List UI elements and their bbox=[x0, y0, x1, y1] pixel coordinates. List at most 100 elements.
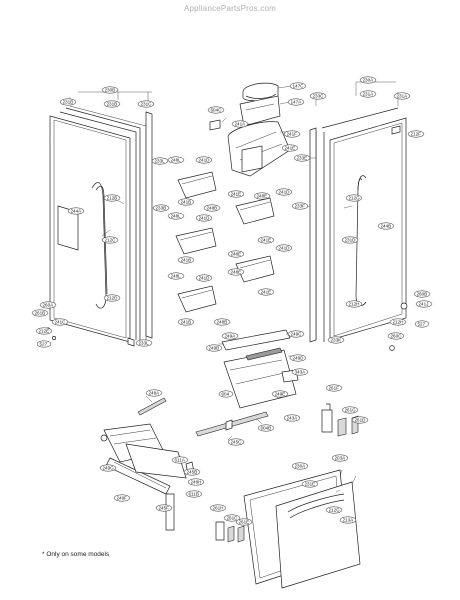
part-number-label: 212H bbox=[349, 302, 360, 307]
center-mullion-callouts: 249A 249C 249B 249D 343A 249E 604 bbox=[205, 330, 309, 398]
part-number-label: 249H bbox=[191, 480, 202, 485]
part-number-label: 241D bbox=[199, 158, 211, 163]
top-bin-assembly bbox=[209, 82, 293, 177]
part-number-label: 212E bbox=[39, 329, 50, 334]
part-number-label: 241F bbox=[287, 132, 298, 137]
footnote: * Only on some models bbox=[42, 551, 110, 558]
part-number-label: 248B bbox=[207, 206, 218, 211]
part-number-label: 249B bbox=[209, 346, 220, 351]
part-number-label: 261C bbox=[227, 516, 239, 521]
part-number-label: 243A bbox=[287, 416, 299, 421]
part-number-label: 261G bbox=[345, 408, 357, 413]
part-number-label: 241D bbox=[199, 276, 211, 281]
part-number-label: 261B bbox=[35, 311, 46, 316]
part-number-label: 244B bbox=[381, 224, 392, 229]
part-number-label: 611B bbox=[189, 492, 199, 497]
part-number-label: 241E bbox=[261, 238, 272, 243]
part-number-label: 233F bbox=[295, 204, 306, 209]
part-number-label: 260C bbox=[391, 334, 403, 339]
part-number-label: 230A bbox=[363, 78, 375, 83]
part-number-label: 230B bbox=[105, 88, 116, 93]
right-door-assembly bbox=[299, 81, 408, 351]
part-number-label: 233L bbox=[139, 341, 150, 346]
left-door-callouts: 230B 231B 231B 231C 233L 244A 212B 233B … bbox=[31, 86, 170, 348]
part-number-label: 244A bbox=[71, 209, 83, 214]
left-bin-callouts: 248L 241D 241B 248B 248L 241D 241B 248L … bbox=[167, 156, 231, 326]
part-number-label: 233E bbox=[297, 156, 308, 161]
part-number-label: 231C bbox=[141, 102, 153, 107]
part-number-label: 241B bbox=[181, 200, 192, 205]
part-number-label: 249F bbox=[117, 496, 128, 501]
right-bin-callouts: 241E 248E 241D 241E 248E 241D 241E 248E bbox=[227, 188, 293, 296]
part-number-label: 212G bbox=[349, 196, 361, 201]
part-number-label: 248L bbox=[171, 158, 182, 163]
part-number-label: 230A bbox=[295, 464, 307, 469]
part-number-label: 147A bbox=[291, 100, 303, 105]
part-number-label: 233B bbox=[156, 206, 167, 211]
right-hinge-parts bbox=[321, 403, 359, 437]
part-number-label: 212B bbox=[107, 196, 118, 201]
part-number-label: 212G bbox=[329, 508, 341, 513]
part-number-label: 231E bbox=[305, 482, 316, 487]
part-number-label: 241B bbox=[181, 258, 192, 263]
part-number-label: 248L bbox=[171, 274, 182, 279]
part-number-label: 248L bbox=[171, 214, 182, 219]
part-number-label: 249A bbox=[225, 334, 237, 339]
left-door-bins bbox=[175, 171, 217, 313]
part-number-label: 231B bbox=[63, 100, 74, 105]
right-door-callouts: 230A 233C 231A 231A 212F 233E 233F 212G … bbox=[291, 76, 433, 344]
freezer-drawer-assembly bbox=[215, 469, 361, 589]
part-number-label: 248B bbox=[217, 320, 228, 325]
part-number-label: 231B bbox=[107, 102, 118, 107]
part-number-label: 233C bbox=[313, 94, 325, 99]
part-number-label: 241A bbox=[235, 122, 247, 127]
right-hinge-callouts: 261F 261G 261D bbox=[325, 384, 369, 424]
part-number-label: 241E bbox=[285, 146, 296, 151]
part-number-label: 249C bbox=[291, 332, 303, 337]
watermark: AppliancePartsPros.com bbox=[184, 4, 276, 13]
part-number-label: 212F bbox=[411, 132, 422, 137]
part-number-label: 212C bbox=[105, 238, 117, 243]
part-number-label: 248E bbox=[257, 194, 268, 199]
part-number-label: 249E bbox=[275, 392, 286, 397]
part-number-label: 249D bbox=[293, 356, 305, 361]
part-number-label: 147C bbox=[293, 84, 305, 89]
part-number-label: 527 bbox=[418, 322, 426, 327]
part-number-label: 260A bbox=[43, 303, 55, 308]
part-number-label: 527 bbox=[40, 342, 48, 347]
part-number-label: 343A bbox=[295, 370, 307, 375]
part-number-label: 213A bbox=[343, 518, 355, 523]
part-number-label: 231D bbox=[345, 238, 357, 243]
part-number-label: 249G bbox=[103, 466, 115, 471]
part-number-label: 231A bbox=[397, 94, 409, 99]
lower-rails-callouts: 248A 245C 604B 243A 611A 245B 249G 249H … bbox=[99, 389, 301, 512]
part-number-label: 203A bbox=[335, 456, 347, 461]
part-number-label: 260B bbox=[417, 292, 428, 297]
part-number-label: 611A bbox=[175, 458, 186, 463]
part-number-label: 248E bbox=[231, 252, 242, 257]
part-number-label: 241D bbox=[279, 246, 291, 251]
left-door-assembly bbox=[45, 91, 162, 347]
part-number-label: 248E bbox=[231, 270, 242, 275]
part-number-label: 604B bbox=[261, 426, 272, 431]
part-number-label: 261H bbox=[213, 506, 224, 511]
part-number-label: 245C bbox=[231, 440, 243, 445]
part-number-label: 233K bbox=[331, 338, 343, 343]
part-number-label: 261D bbox=[355, 418, 367, 423]
part-number-label: 241E bbox=[231, 192, 242, 197]
right-door-bins bbox=[235, 197, 275, 283]
part-number-label: 212H bbox=[393, 320, 404, 325]
part-number-label: 245B bbox=[187, 470, 198, 475]
part-number-label: 241B bbox=[181, 320, 192, 325]
lower-rails-assembly bbox=[100, 395, 269, 531]
part-number-label: 241C bbox=[55, 320, 67, 325]
part-number-label: 212D bbox=[107, 296, 119, 301]
part-number-label: 241E bbox=[261, 290, 272, 295]
part-number-label: 604C bbox=[211, 108, 223, 113]
part-number-label: 604 bbox=[222, 392, 230, 397]
top-bin-callouts: 147C 147A 604C 241A 241F 241E bbox=[207, 82, 307, 152]
part-number-label: 248A bbox=[149, 391, 161, 396]
part-number-label: 261E bbox=[239, 520, 250, 525]
part-number-label: 241D bbox=[279, 190, 291, 195]
